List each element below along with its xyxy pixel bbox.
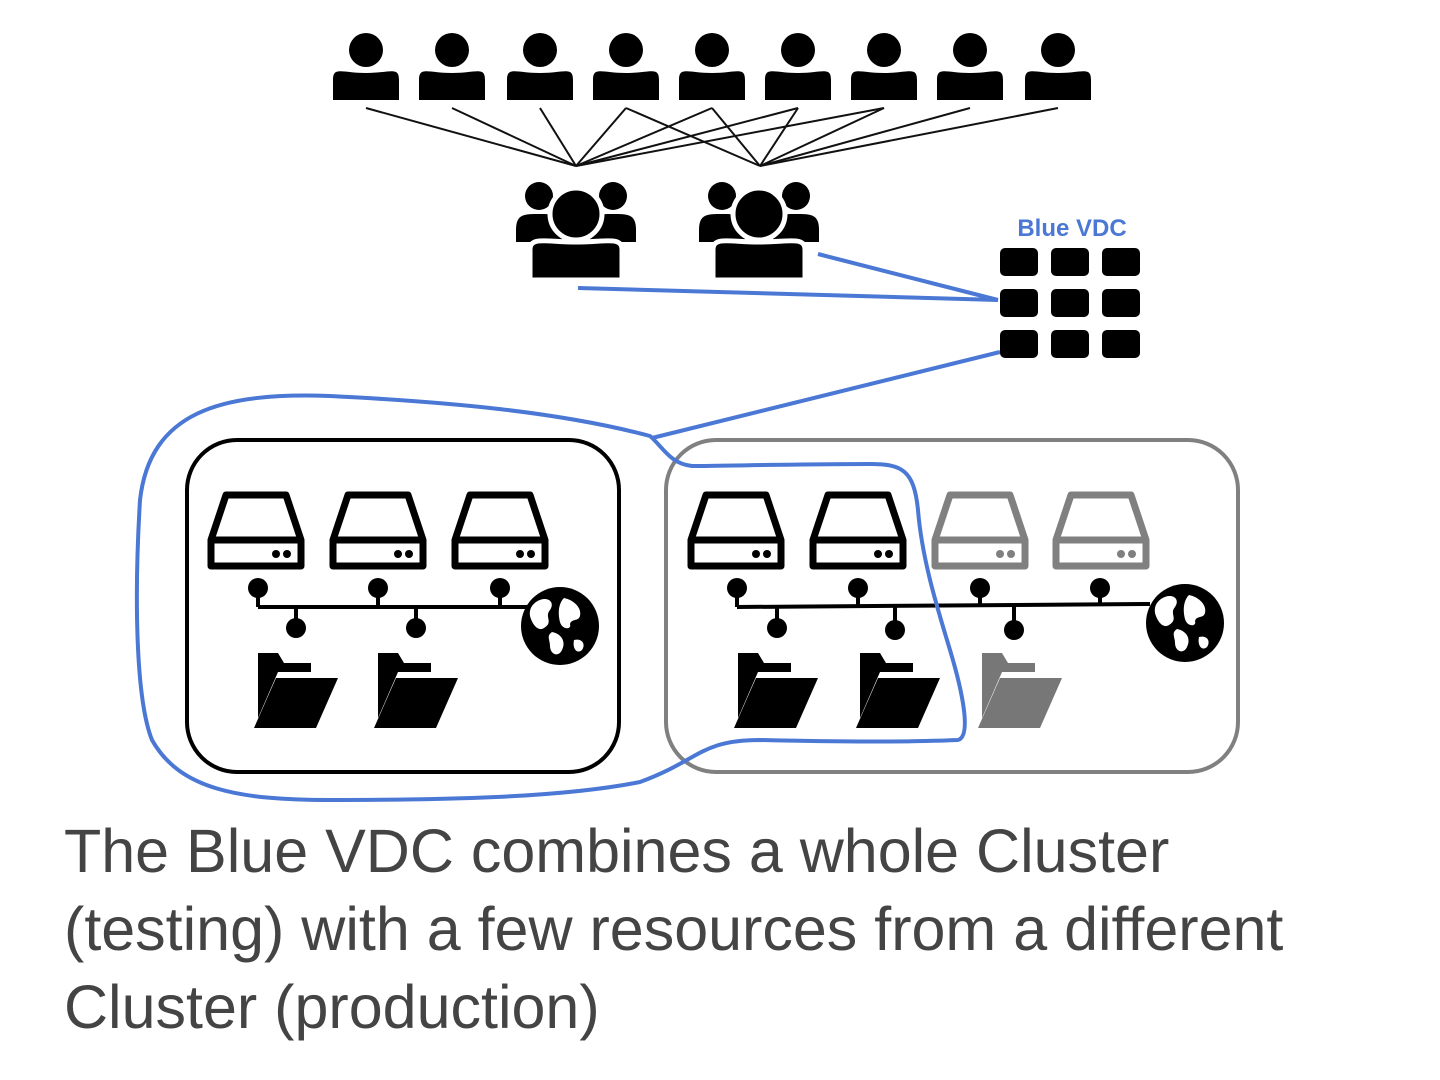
grid-icon	[1000, 248, 1140, 358]
folder-icon	[978, 653, 1062, 728]
vdc-link-line	[651, 350, 1001, 440]
connector-line	[575, 107, 627, 167]
person-icon	[333, 33, 399, 100]
server-icon	[813, 495, 903, 566]
caption-line-2: (testing) with a few resources from a di…	[64, 895, 1284, 963]
testing-cluster	[185, 438, 621, 774]
person-icon	[1025, 33, 1091, 100]
person-icon	[419, 33, 485, 100]
folder-icon	[374, 653, 458, 728]
server-icon	[333, 495, 423, 566]
connector-line	[711, 107, 761, 167]
server-icon	[1056, 495, 1146, 566]
person-icon	[679, 33, 745, 100]
connector-line	[451, 107, 577, 167]
folder-icon	[856, 653, 940, 728]
group-icon	[699, 182, 819, 280]
server-icon	[455, 495, 545, 566]
vdc-link-line	[577, 286, 999, 302]
connector-line	[625, 107, 761, 167]
folder-icon	[734, 653, 818, 728]
cluster-network-nodes	[727, 578, 1110, 640]
production-cluster	[664, 438, 1240, 774]
cluster-border	[185, 438, 621, 774]
cluster-border	[664, 438, 1240, 774]
person-icon	[507, 33, 573, 100]
person-icon	[937, 33, 1003, 100]
folder-icon	[254, 653, 338, 728]
server-icon	[935, 495, 1025, 566]
person-icon	[851, 33, 917, 100]
caption-line-3: Cluster (production)	[64, 973, 600, 1041]
connector-line	[575, 107, 885, 167]
vdc-link-line	[817, 252, 999, 302]
user-groups	[516, 182, 819, 280]
vdc-boundary	[134, 393, 967, 802]
globe-icon	[1146, 584, 1224, 662]
cluster-network-nodes	[248, 578, 510, 638]
connector-line	[575, 107, 799, 167]
connector-line	[539, 107, 577, 167]
caption: The Blue VDC combines a whole Cluster (t…	[64, 812, 1404, 1046]
vdc-connectors	[577, 252, 1001, 440]
connector-line	[759, 107, 1059, 167]
users-row	[333, 33, 1091, 100]
group-icon	[516, 182, 636, 280]
caption-line-1: The Blue VDC combines a whole Cluster	[64, 817, 1170, 885]
server-icon	[211, 495, 301, 566]
connector-line	[365, 107, 577, 167]
person-icon	[765, 33, 831, 100]
connector-line	[575, 107, 713, 167]
user-group-connectors	[365, 107, 1059, 167]
connector-line	[759, 107, 885, 167]
connector-line	[759, 107, 971, 167]
connector-line	[759, 107, 799, 167]
person-icon	[593, 33, 659, 100]
server-icon	[691, 495, 781, 566]
globe-icon	[521, 587, 599, 665]
vdc-label: Blue VDC	[1017, 215, 1126, 242]
